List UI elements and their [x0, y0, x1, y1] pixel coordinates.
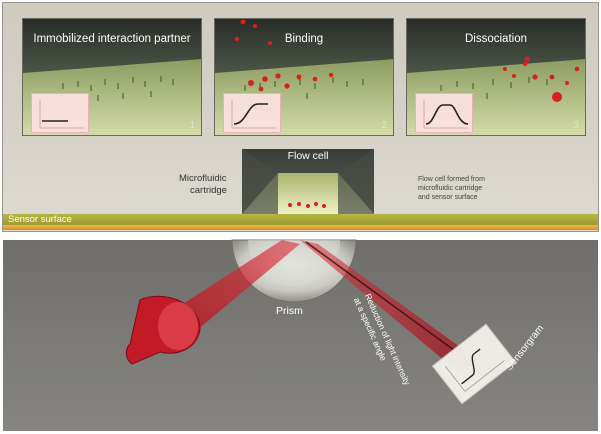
- cartridge-label-2: cartridge: [190, 185, 227, 196]
- reflected-light-beam: [300, 240, 478, 372]
- cartridge-label-1: Microfluidic: [179, 173, 227, 184]
- sensorgram-inset-dissociation: [415, 93, 473, 133]
- sensor-gold-layer: [3, 225, 598, 230]
- flow-cell-note-1: Flow cell formed from: [418, 176, 485, 183]
- sensorgram-card: [431, 323, 517, 405]
- prism-label: Prism: [276, 305, 303, 317]
- flow-cell-note-3: and sensor surface: [418, 194, 478, 201]
- flow-cell-title: Flow cell: [287, 150, 329, 162]
- panel-number: 2: [381, 120, 387, 131]
- panel-title: Immobilized interaction partner: [33, 33, 191, 45]
- sensorgram-inset-baseline: [31, 93, 89, 133]
- panel-number: 1: [189, 120, 195, 131]
- panel-title: Dissociation: [465, 33, 527, 45]
- panel-binding: Binding 2: [214, 18, 394, 136]
- panel-number: 3: [573, 120, 579, 131]
- sensor-surface-band: [3, 214, 598, 225]
- panel-immobilized: Immobilized interaction partner 1: [22, 18, 202, 136]
- upper-frame: [2, 2, 599, 232]
- sensorgram-inset-binding: [223, 93, 281, 133]
- panel-title: Binding: [284, 33, 324, 45]
- flow-cell-note-2: microfluidic cartridge: [418, 185, 483, 192]
- sensor-surface-label: Sensor surface: [8, 214, 72, 225]
- panel-dissociation: Dissociation 3: [406, 18, 586, 136]
